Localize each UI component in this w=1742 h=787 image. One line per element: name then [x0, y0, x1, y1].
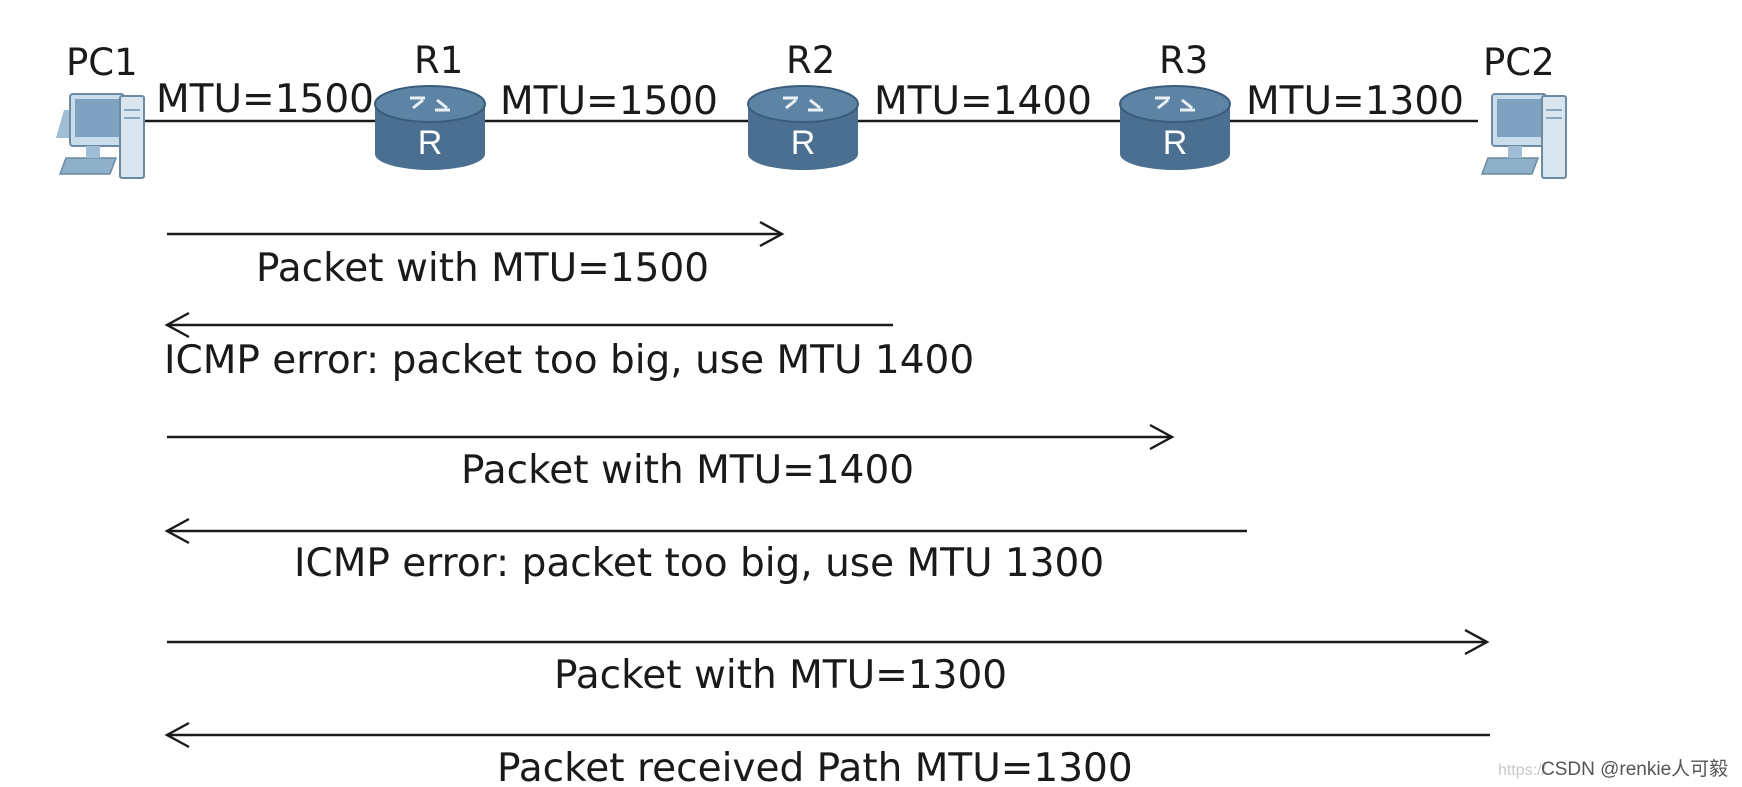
message-label-5: Packet with MTU=1300	[554, 653, 1007, 698]
message-label-1: Packet with MTU=1500	[256, 246, 709, 291]
node-label-r3: R3	[1159, 39, 1208, 82]
message-arrow-1	[167, 220, 785, 248]
link-label-r2-r3: MTU=1400	[874, 79, 1092, 124]
message-arrow-3	[167, 423, 1175, 451]
message-label-6: Packet received Path MTU=1300	[497, 746, 1133, 787]
message-arrow-2	[164, 311, 893, 339]
link-label-r3-pc2: MTU=1300	[1246, 79, 1464, 124]
watermark-faint-url: https://	[1498, 762, 1547, 779]
link-label-r1-r2: MTU=1500	[500, 79, 718, 124]
link-label-pc1-r1: MTU=1500	[156, 77, 374, 122]
message-arrow-4	[164, 517, 1247, 545]
message-label-4: ICMP error: packet too big, use MTU 1300	[294, 541, 1104, 586]
node-label-pc2: PC2	[1483, 41, 1555, 84]
node-label-pc1: PC1	[66, 41, 138, 84]
message-label-3: Packet with MTU=1400	[461, 448, 914, 493]
message-arrow-6	[164, 721, 1490, 749]
message-arrow-5	[167, 628, 1490, 656]
r3-router-icon: R	[1119, 85, 1231, 170]
pc1-desktop-computer-icon	[56, 93, 145, 179]
r1-router-icon: R	[374, 85, 486, 170]
r1-router-glyph: R	[418, 124, 443, 162]
watermark-text: CSDN @renkie人可毅	[1541, 758, 1728, 780]
node-label-r1: R1	[414, 39, 463, 82]
r2-router-glyph: R	[791, 124, 816, 162]
r3-router-glyph: R	[1163, 124, 1188, 162]
node-label-r2: R2	[786, 39, 835, 82]
r2-router-icon: R	[747, 85, 859, 170]
pc2-desktop-computer-icon	[1480, 93, 1567, 179]
message-label-2: ICMP error: packet too big, use MTU 1400	[164, 338, 974, 383]
